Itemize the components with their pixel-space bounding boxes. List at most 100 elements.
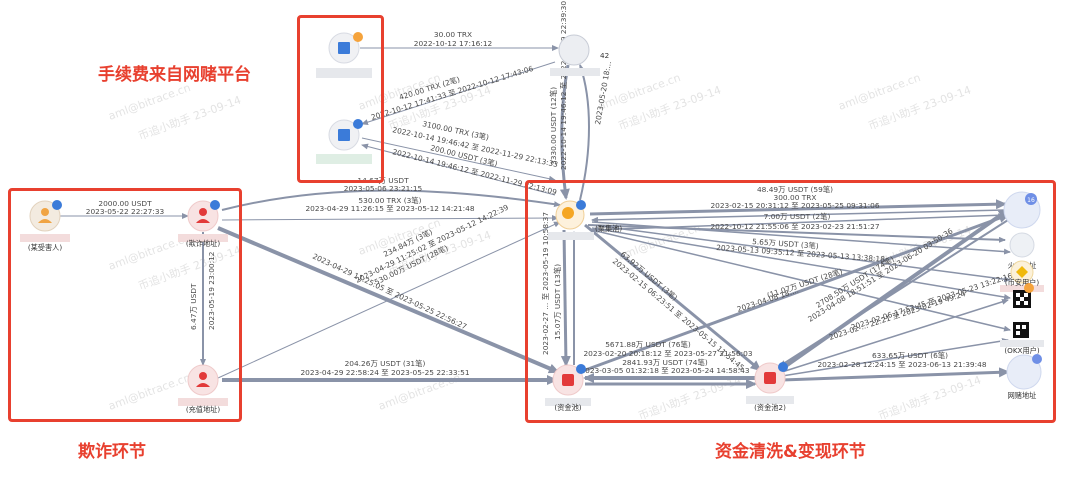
node-gambling[interactable]: 网赌地址 (1006, 354, 1042, 400)
address-redacted (316, 68, 372, 78)
node-badge-16[interactable]: 16 (1003, 191, 1041, 229)
tag-icon (353, 32, 363, 42)
star-icon (562, 207, 574, 219)
label-w63365-time: 2023-02-28 12:24:15 至 2023-06-13 21:39:4… (817, 360, 986, 369)
address-redacted (178, 398, 228, 406)
edge-w1107 (779, 219, 1009, 367)
svg-text:(聚集池): (聚集池) (595, 224, 622, 233)
svg-text:(某受害人): (某受害人) (28, 243, 63, 252)
edge-scam-pool (217, 221, 561, 379)
address-redacted (1000, 285, 1044, 292)
node-okx-user[interactable]: (OKX用户) (1000, 322, 1044, 355)
edge-e1 (591, 209, 1006, 223)
svg-text:(资金池2): (资金池2) (754, 403, 786, 412)
alert-icon (562, 374, 574, 386)
label-w20426-time: 2023-04-29 22:58:24 至 2023-05-25 22:33:5… (300, 368, 469, 377)
edge-w63365 (781, 367, 1010, 382)
address-redacted (178, 234, 228, 242)
caption-laundering-stage: 资金清洗&变现环节 (715, 442, 866, 462)
caption-fee-source: 手续费来自网赌平台 (98, 65, 251, 85)
fraud-stage-box (8, 188, 242, 422)
tag-icon (778, 362, 788, 372)
node-top-num: 42 (600, 51, 609, 60)
edge-w6392 (584, 223, 762, 372)
edge-binance (591, 224, 1011, 283)
edge-w7 (587, 224, 1006, 243)
tag-icon (52, 200, 62, 210)
address-redacted (20, 234, 70, 242)
label-w1467-time: 2023-05-06 23:21:15 (344, 184, 423, 193)
edge-trx420 (361, 61, 556, 126)
label-w3330-time: 2022-10-14 19:46:12 至 2022-11-29 22:39:3… (559, 1, 568, 170)
label-w2841-amount: 2841.93万 USDT (74笔) (622, 358, 708, 367)
tag-icon (576, 364, 586, 374)
label-usdt300-time: 2023-02-15 20:31:12 至 2023-05-25 09:31:0… (710, 201, 879, 210)
edge-okx2 (591, 229, 1011, 332)
address-redacted (1000, 340, 1044, 347)
label-top-trx-amount: 30.00 TRX (434, 30, 472, 39)
edge-vertical-back (579, 64, 590, 201)
fraud-person-icon (199, 208, 207, 216)
alert-icon (764, 372, 776, 384)
node-scam-addr[interactable]: (欺诈地址) (178, 200, 228, 248)
edge-pool-fire (579, 213, 1010, 374)
label-victim-amount: 2000.00 USDT (98, 199, 152, 208)
tag-icon (210, 200, 220, 210)
edge-trx530 (221, 215, 559, 222)
label-trx530-time: 2023-04-29 11:26:15 至 2023-05-12 14:21:4… (305, 204, 474, 213)
svg-text:(OKX用户): (OKX用户) (1004, 346, 1039, 355)
label-w1507-time: 2023-02-27 ... 至 2023-05-19 10:58:37 (541, 212, 550, 355)
person-icon (41, 208, 49, 216)
label-usdt300-amount: 300.00 TRX (774, 193, 817, 202)
fraud-person-icon (199, 372, 207, 380)
label-w2841-time: 2023-03-05 01:32:18 至 2023-05-24 14:58:4… (580, 366, 749, 375)
node-binance-user[interactable]: (币安用户) (1000, 260, 1044, 292)
svg-text:网赌地址: 网赌地址 (1008, 391, 1037, 400)
address-redacted (550, 68, 600, 76)
node-pool[interactable]: (资金池) (545, 364, 591, 412)
edge-w1507 (560, 229, 571, 367)
label-w5671-amount: 5671.88万 USDT (76笔) (605, 340, 691, 349)
edge-w1467 (221, 189, 561, 211)
edges-layer (60, 45, 1011, 389)
label-victim-time: 2023-05-22 22:27:33 (86, 207, 165, 216)
svg-text:aml@bitrace.cn: aml@bitrace.cn (377, 371, 463, 413)
nodes-layer: 42 (某受害人) (欺诈地址) (充值地址) (20, 32, 1044, 414)
node-victim[interactable]: (某受害人) (20, 200, 70, 252)
node-top-gray[interactable]: 42 (550, 34, 609, 76)
node-pool2[interactable]: (资金池2) (746, 362, 794, 412)
label-trx530-amount: 530.00 TRX (3笔) (358, 196, 421, 205)
node-hub[interactable]: (聚集池) (548, 200, 622, 240)
tag-icon (1024, 283, 1034, 293)
node-exchange-1[interactable] (316, 32, 372, 78)
tag-icon (576, 200, 586, 210)
tag-icon (1032, 354, 1042, 364)
tag-icon (353, 119, 363, 129)
label-w20426-amount: 204.26万 USDT (31笔) (345, 359, 426, 368)
building-icon (338, 129, 350, 141)
address-redacted (316, 154, 372, 164)
svg-text:(欺诈地址): (欺诈地址) (186, 239, 221, 248)
edge-w4849 (589, 199, 1007, 216)
edge-binance2 (781, 337, 1009, 377)
edge-usdt200 (361, 143, 556, 196)
fee-source-box (297, 15, 384, 183)
binance-icon (1016, 266, 1028, 278)
edge-w2708 (778, 208, 1010, 372)
node-topup-addr[interactable]: (充值地址) (178, 364, 228, 414)
label-w1507-amount: 15.07万 USDT (13笔) (553, 264, 562, 340)
node-okx-1[interactable] (1013, 283, 1034, 308)
edge-trx3100 (361, 137, 556, 182)
label-top-trx-time: 2022-10-12 17:16:12 (414, 39, 493, 48)
label-w4849-amount: 48.49万 USDT (59笔) (757, 185, 833, 194)
building-icon (338, 42, 350, 54)
address-redacted (548, 232, 594, 240)
svg-text:(资金池): (资金池) (554, 403, 581, 412)
label-w5671-time: 2023-02-20 20:18:12 至 2023-05-27 21:56:0… (583, 349, 752, 358)
label-e1-time: 2022-10-12 21:55:06 至 2023-02-23 21:51:2… (710, 222, 879, 231)
svg-text:(币安用户): (币安用户) (1005, 278, 1040, 287)
svg-text:(充值地址): (充值地址) (186, 405, 221, 414)
label-w3330-amount: 3330.00 USDT (12笔) (549, 87, 558, 165)
node-exchange-2[interactable] (316, 119, 372, 164)
